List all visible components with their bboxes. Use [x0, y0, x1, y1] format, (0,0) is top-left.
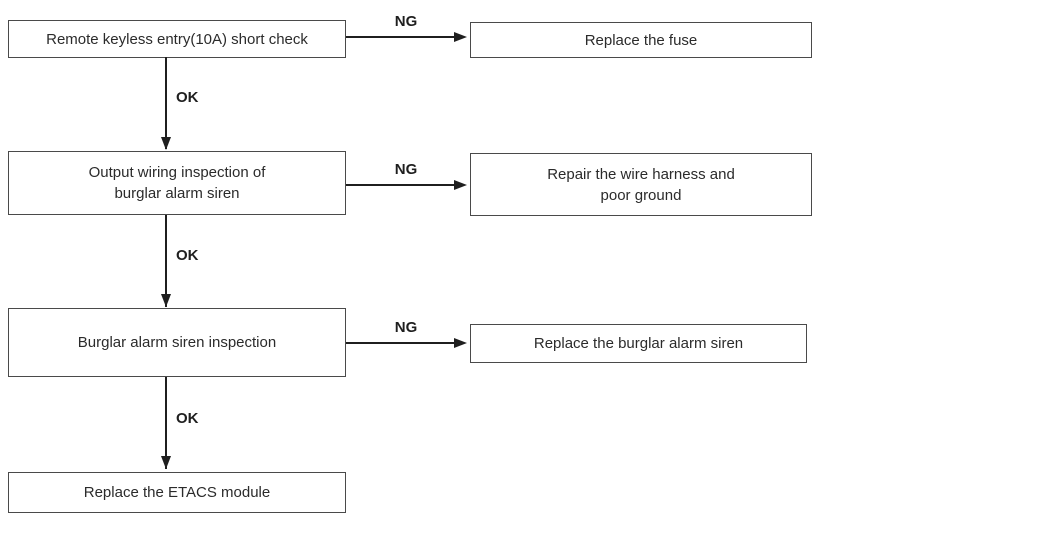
edge-label-ng-3: NG	[394, 319, 418, 336]
arrow-right-icon-2	[454, 180, 467, 190]
edge-label-ng-1: NG	[394, 13, 418, 30]
ok-arrow-line-2	[165, 215, 167, 307]
ng-arrow-line-1	[346, 36, 454, 38]
arrow-down-icon-2	[161, 294, 171, 307]
flow-final-box-replace-etacs-module: Replace the ETACS module	[8, 472, 346, 513]
edge-label-ok-1: OK	[176, 89, 199, 106]
arrow-right-icon-1	[454, 32, 467, 42]
flow-action-box-replace-fuse: Replace the fuse	[470, 22, 812, 58]
edge-label-ok-3: OK	[176, 410, 199, 427]
edge-label-ng-2: NG	[394, 161, 418, 178]
flow-step-box-output-wiring-inspection: Output wiring inspection of burglar alar…	[8, 151, 346, 215]
ng-arrow-line-2	[346, 184, 454, 186]
flow-step-box-siren-inspection: Burglar alarm siren inspection	[8, 308, 346, 377]
arrow-right-icon-3	[454, 338, 467, 348]
edge-label-ok-2: OK	[176, 247, 199, 264]
arrow-down-icon-1	[161, 137, 171, 150]
ng-arrow-line-3	[346, 342, 454, 344]
arrow-down-icon-3	[161, 456, 171, 469]
ok-arrow-line-3	[165, 377, 167, 469]
ok-arrow-line-1	[165, 57, 167, 149]
flow-step-box-remote-keyless-short-check: Remote keyless entry(10A) short check	[8, 20, 346, 58]
flow-action-box-replace-siren: Replace the burglar alarm siren	[470, 324, 807, 363]
flow-action-box-repair-wire-harness: Repair the wire harness and poor ground	[470, 153, 812, 216]
